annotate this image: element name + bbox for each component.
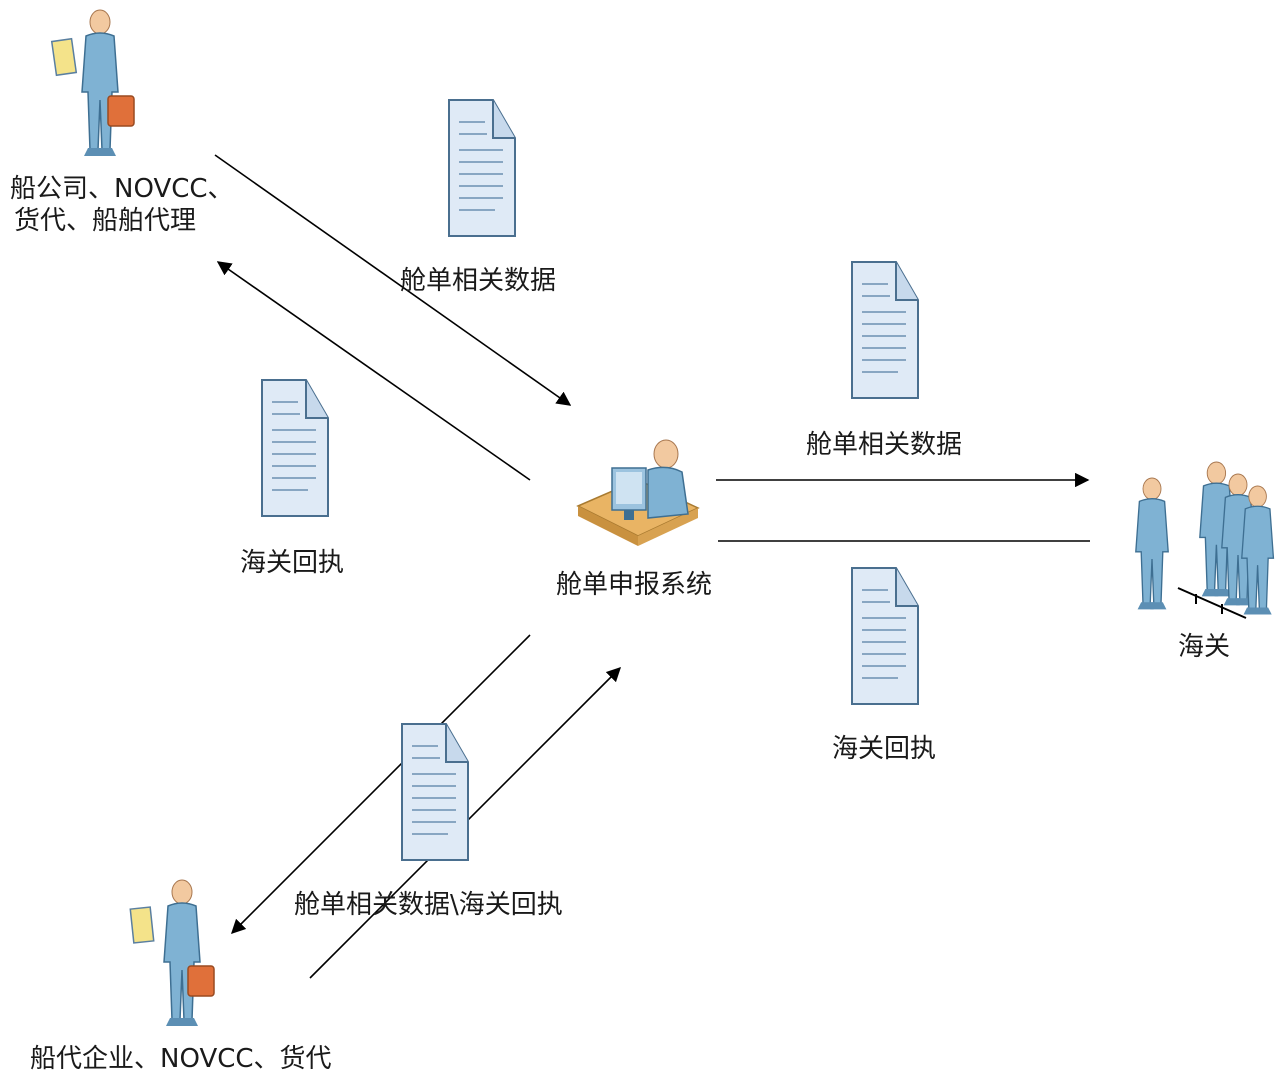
system-label: 舱单申报系统 [556, 570, 713, 600]
message-label-bottom-combined: 舱单相关数据\海关回执 [294, 890, 563, 920]
document-icon-left [261, 379, 329, 517]
document-icon-right-upper [851, 261, 919, 399]
document-icon-bottom [401, 723, 469, 861]
message-label-right-receipt: 海关回执 [832, 734, 937, 764]
line-receipt-to-company [216, 261, 531, 481]
shipping-company-label-line1: 船公司、NOVCC、 [10, 174, 234, 204]
document-icon-top [448, 99, 516, 237]
agent-person-icon [129, 879, 215, 1027]
document-icon-right-lower [851, 567, 919, 705]
agent-label: 船代企业、NOVCC、货代 [30, 1044, 332, 1074]
customs-group-icon [1135, 461, 1275, 619]
message-label-right-data: 舱单相关数据 [806, 430, 963, 460]
shipping-company-label-line2: 货代、船舶代理 [14, 206, 197, 236]
customs-label: 海关 [1178, 632, 1231, 662]
shipping-company-person-icon [50, 9, 135, 157]
message-label-left-receipt: 海关回执 [240, 548, 345, 578]
line-data-to-system [214, 154, 572, 406]
line-to-agent [230, 634, 531, 935]
system-operator-icon [576, 439, 700, 546]
message-label-top-data: 舱单相关数据 [400, 266, 557, 296]
